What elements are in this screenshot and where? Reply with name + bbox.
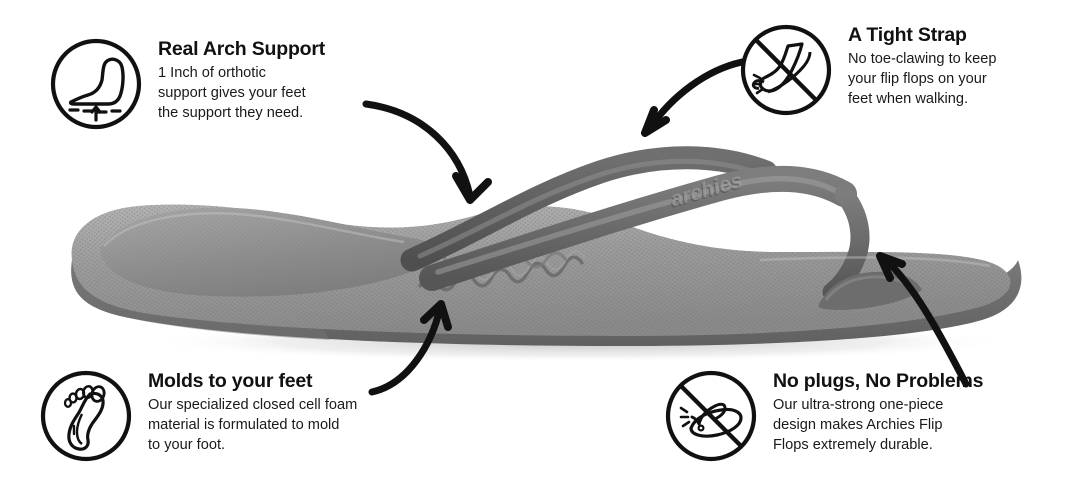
callout-arch-title: Real Arch Support <box>158 38 326 60</box>
callout-molds-text: Molds to your feet Our specialized close… <box>148 368 357 455</box>
callout-arch-text: Real Arch Support 1 Inch of orthotic sup… <box>158 36 325 123</box>
callout-arch-support: Real Arch Support 1 Inch of orthotic sup… <box>48 36 325 137</box>
callout-arch-body: 1 Inch of orthotic support gives your fe… <box>158 65 306 122</box>
footprint-icon <box>38 368 134 469</box>
callout-molds-to-feet: Molds to your feet Our specialized close… <box>38 368 357 469</box>
arch-highlight-line <box>103 212 405 247</box>
callout-molds-body: Our specialized closed cell foam materia… <box>148 397 358 454</box>
no-broken-sandal-icon <box>663 368 759 469</box>
callout-tight-strap: A Tight Strap No toe-clawing to keep you… <box>738 22 996 123</box>
arch-hump-texture <box>100 207 436 297</box>
callout-strap-body: No toe-clawing to keep your flip flops o… <box>848 51 997 108</box>
strap-rear-highlight <box>417 158 763 259</box>
strap-logo-emboss: archies archies <box>667 169 745 213</box>
callout-strap-title: A Tight Strap <box>848 24 967 46</box>
foot-arch-icon <box>48 36 144 137</box>
callout-plugs-text: No plugs, No Problems Our ultra-strong o… <box>773 368 984 455</box>
callout-plugs-body: Our ultra-strong one-piece design makes … <box>773 397 944 454</box>
product-image-flip-flop: archies archies <box>71 146 1022 360</box>
callout-no-plugs: No plugs, No Problems Our ultra-strong o… <box>663 368 984 469</box>
callout-strap-text: A Tight Strap No toe-clawing to keep you… <box>848 22 996 109</box>
callout-plugs-title: No plugs, No Problems <box>773 370 984 392</box>
strap-front-highlight <box>435 175 841 275</box>
no-toe-clawing-icon <box>738 22 834 123</box>
callout-molds-title: Molds to your feet <box>148 370 313 392</box>
